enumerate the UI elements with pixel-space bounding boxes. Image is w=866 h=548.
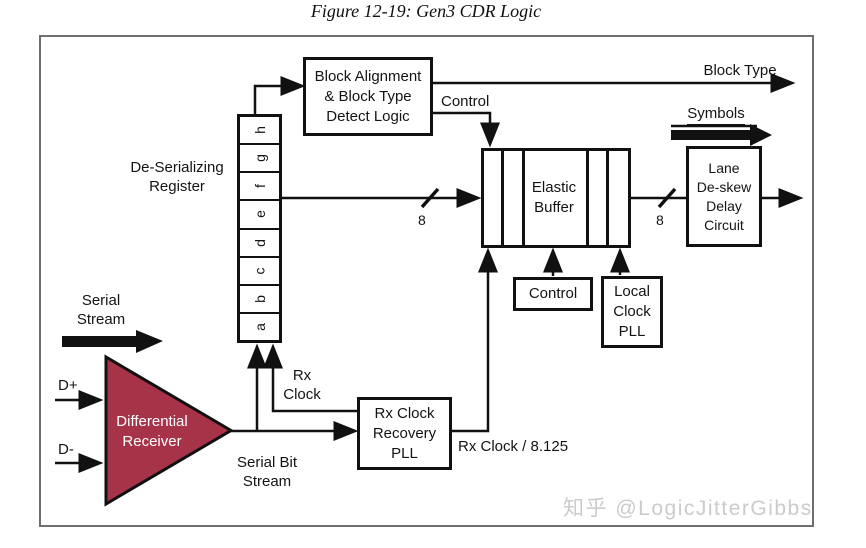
block-alignment-line3: Detect Logic xyxy=(326,107,410,125)
block-alignment-line1: Block Alignment xyxy=(314,67,422,85)
bus-width-slash-right xyxy=(657,187,677,209)
d-plus-label: D+ xyxy=(58,377,78,394)
rx-clock-recovery-pll-box: Rx Clock Recovery PLL xyxy=(357,397,452,470)
register-cell-g: g xyxy=(240,145,279,174)
block-alignment-box: Block Alignment & Block Type Detect Logi… xyxy=(303,57,433,136)
register-cell-a: a xyxy=(251,323,268,331)
lane-deskew-box: Lane De-skew Delay Circuit xyxy=(686,146,762,247)
bus-width-8-right: 8 xyxy=(656,212,664,228)
register-cell-c: c xyxy=(240,258,279,286)
deserializing-register-label: De-Serializing Register xyxy=(130,159,224,195)
serial-bit-stream-label: Serial Bit Stream xyxy=(236,454,298,490)
register-cell-b: b xyxy=(240,286,279,314)
block-alignment-line2: & Block Type xyxy=(324,87,412,105)
control-label: Control xyxy=(441,93,490,110)
elastic-buffer-divider xyxy=(586,151,589,245)
bus-width-slash-left xyxy=(420,187,440,209)
local-clock-pll-box: Local Clock PLL xyxy=(601,276,663,348)
serial-stream-label: Serial Stream xyxy=(76,292,126,328)
control-box: Control xyxy=(513,277,593,311)
register-cell-f: f xyxy=(240,173,279,202)
serial-stream-arrow xyxy=(62,330,163,353)
differential-receiver-label: Differential Receiver xyxy=(116,413,188,450)
elastic-buffer-divider xyxy=(522,151,525,245)
register-cell-e: e xyxy=(240,201,279,230)
figure-title: Figure 12-19: Gen3 CDR Logic xyxy=(310,1,542,21)
d-minus-label: D- xyxy=(58,441,74,458)
bus-width-8-left: 8 xyxy=(418,212,426,228)
differential-receiver-triangle xyxy=(104,354,234,507)
elastic-buffer-divider xyxy=(606,151,609,245)
elastic-buffer-label: Elastic Buffer xyxy=(531,179,577,216)
register-cell-d: d xyxy=(240,230,279,258)
watermark: 知乎 @LogicJitterGibbs xyxy=(563,497,813,520)
rx-clock-div-label: Rx Clock / 8.125 xyxy=(458,438,569,455)
wire-rx-clock-to-register xyxy=(263,343,357,413)
rx-clock-label: Rx Clock xyxy=(283,367,321,403)
symbols-arrow xyxy=(671,124,772,146)
elastic-buffer-divider xyxy=(501,151,504,245)
wire-register-to-block-align xyxy=(253,76,306,114)
wire-control-to-buffer xyxy=(433,111,500,148)
block-type-label: Block Type xyxy=(703,62,777,79)
elastic-buffer-box xyxy=(481,148,631,248)
register-cell-h: h xyxy=(240,117,279,146)
symbols-label: Symbols xyxy=(676,104,756,126)
deserializing-register: h g f e d c b a xyxy=(237,114,282,343)
wire-rx-clock-div-to-buffer xyxy=(452,247,498,433)
